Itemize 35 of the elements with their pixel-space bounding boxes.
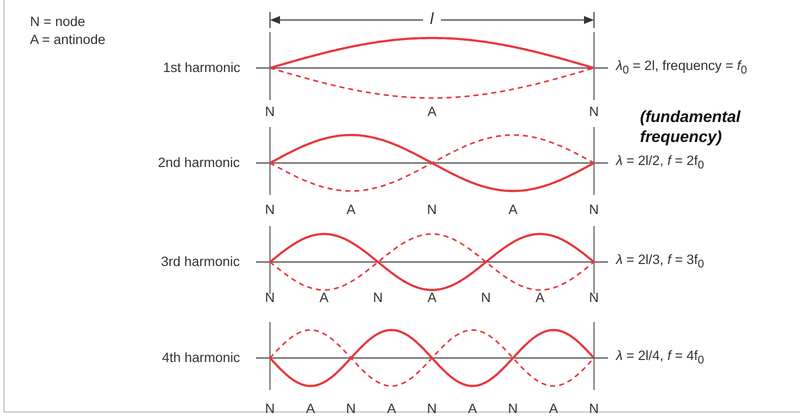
point-label: A xyxy=(306,401,316,417)
point-label: N xyxy=(346,401,356,417)
harmonic-label: 4th harmonic xyxy=(162,350,240,366)
point-label: N xyxy=(589,104,599,120)
point-label: A xyxy=(536,290,545,306)
point-label: N xyxy=(508,401,518,417)
harmonic-label: 1st harmonic xyxy=(163,60,240,76)
formula: λ = 2l/3, f = 3f$_{0}$ xyxy=(616,252,704,272)
formula: λ = 2l/4, f = 4f$_{0}$ xyxy=(616,348,704,368)
point-label: A xyxy=(346,202,356,218)
point-label: N xyxy=(373,290,383,306)
point-label: A xyxy=(468,401,478,417)
point-label: N xyxy=(265,202,275,218)
point-label: N xyxy=(265,104,275,120)
harmonic-label: 2nd harmonic xyxy=(158,155,240,171)
harmonic-label: 3rd harmonic xyxy=(161,254,240,270)
point-label: N xyxy=(589,290,599,306)
point-label: A xyxy=(320,290,329,306)
point-label: N xyxy=(589,401,599,417)
formula: λ$_{0}$ = 2l, frequency = f$_{0}$ xyxy=(616,58,748,78)
point-label: N xyxy=(427,202,437,218)
note: (fundamental frequency) xyxy=(640,108,742,148)
point-label: N xyxy=(481,290,491,306)
key-text: N = node xyxy=(30,14,86,30)
point-label: N xyxy=(265,290,275,306)
formula: λ = 2l/2, f = 2f$_{0}$ xyxy=(616,152,704,174)
point-label: N xyxy=(589,202,599,218)
point-label: A xyxy=(428,290,437,306)
point-label: A xyxy=(549,401,558,417)
point-label: N xyxy=(265,401,275,417)
point-label: A xyxy=(508,202,518,218)
key-text: A = antinode xyxy=(30,32,106,48)
point-label: N xyxy=(427,401,437,417)
point-label: A xyxy=(387,401,396,417)
point-label: A xyxy=(428,104,437,120)
